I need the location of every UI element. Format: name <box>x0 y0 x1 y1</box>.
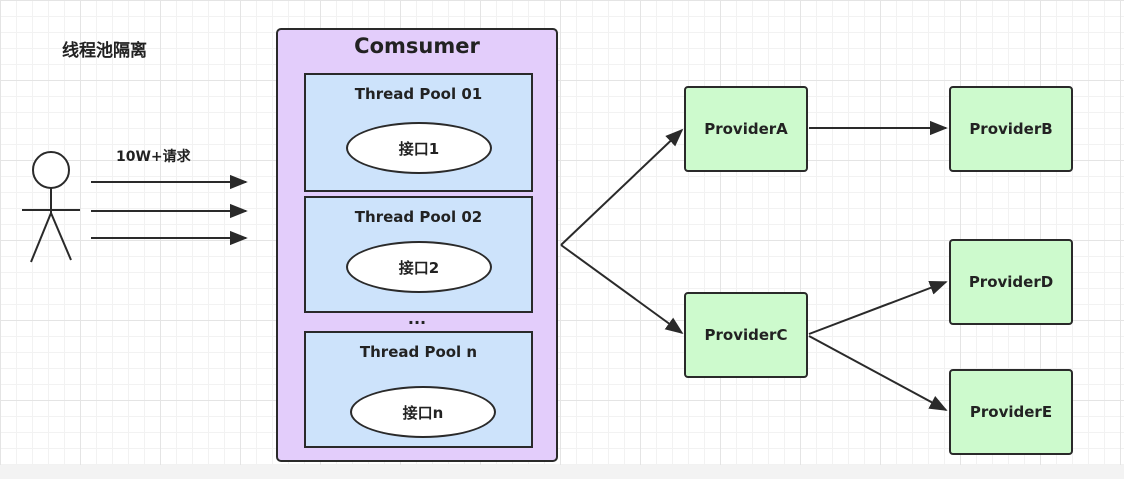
arrow-consumer-to-provider-c <box>560 244 684 335</box>
arrow-provider-c-to-d <box>808 281 948 335</box>
provider-c: ProviderC <box>684 292 808 378</box>
arrow-consumer-to-provider-a <box>560 128 684 246</box>
thread-pool-n: Thread Pool n 接口n <box>304 331 533 448</box>
request-label: 10W+请求 <box>116 149 191 165</box>
provider-d: ProviderD <box>949 239 1073 325</box>
thread-pool-title: Thread Pool n <box>359 343 478 361</box>
thread-pool-01: Thread Pool 01 接口1 <box>304 73 533 192</box>
provider-b: ProviderB <box>949 86 1073 172</box>
user-figure-icon <box>22 151 80 263</box>
provider-a: ProviderA <box>684 86 808 172</box>
more-pools-ellipsis: ... <box>407 309 427 328</box>
interface-ellipse: 接口2 <box>346 241 492 293</box>
footer-strip <box>0 465 1124 479</box>
diagram-title: 线程池隔离 <box>62 41 147 61</box>
thread-pool-title: Thread Pool 01 <box>354 85 483 103</box>
thread-pool-02: Thread Pool 02 接口2 <box>304 196 533 313</box>
interface-ellipse: 接口n <box>350 386 496 438</box>
arrow-provider-c-to-e <box>808 335 948 411</box>
provider-e: ProviderE <box>949 369 1073 455</box>
thread-pool-title: Thread Pool 02 <box>354 208 483 226</box>
interface-ellipse: 接口1 <box>346 122 492 174</box>
consumer-box: Comsumer Thread Pool 01 接口1 Thread Pool … <box>276 28 558 462</box>
consumer-title: Comsumer <box>354 34 480 58</box>
